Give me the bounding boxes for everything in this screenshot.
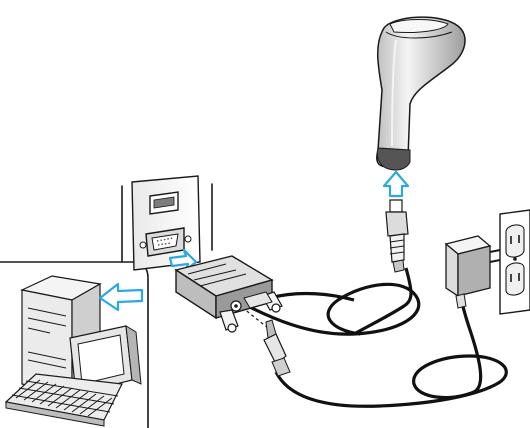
power-adapter-icon [446,236,500,308]
power-jack-icon [231,301,241,311]
modular-plug-icon [386,200,408,272]
back-panel [122,176,212,270]
arrow-icon [100,284,142,310]
usb-port-icon [150,192,178,214]
power-cable [270,302,506,406]
db9-connector-icon [176,256,282,332]
barcode-scanner-icon [377,17,465,170]
power-plug-icon [264,320,290,376]
arrow-icon [384,172,408,196]
wall-outlet-icon [500,210,530,314]
